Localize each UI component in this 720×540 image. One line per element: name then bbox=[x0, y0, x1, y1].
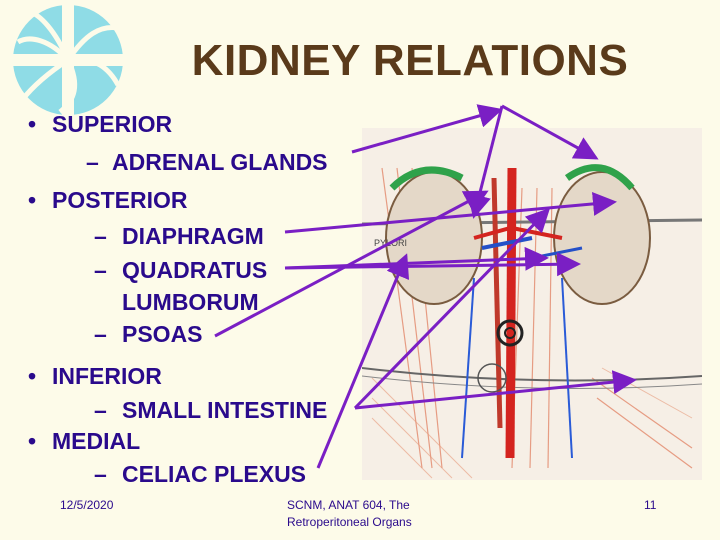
outline-subitem-adrenal: –ADRENAL GLANDS bbox=[86, 149, 328, 175]
outline-subitem-quadratus-cont: LUMBORUM bbox=[122, 289, 259, 315]
pylorus-label: PYLORI bbox=[374, 238, 407, 248]
outline-subitem-quadratus: –QUADRATUS bbox=[94, 257, 268, 283]
slide-title: KIDNEY RELATIONS bbox=[191, 36, 629, 85]
anatomy-drawing: PYLORI bbox=[362, 128, 702, 480]
school-logo bbox=[0, 0, 140, 120]
outline-subitem-diaphragm: –DIAPHRAGM bbox=[94, 223, 264, 249]
bullet-icon: • bbox=[28, 111, 37, 137]
bullet-icon: • bbox=[28, 187, 37, 213]
footer-page-number: 11 bbox=[644, 498, 657, 512]
outline-item-medial: MEDIAL bbox=[52, 428, 141, 454]
outline-subitem-celiac: –CELIAC PLEXUS bbox=[94, 461, 307, 487]
outline-item-superior: SUPERIOR bbox=[52, 111, 173, 137]
bullet-icon: • bbox=[28, 363, 37, 389]
footer-course: SCNM, ANAT 604, The Retroperitoneal Orga… bbox=[287, 498, 412, 529]
outline-item-inferior: INFERIOR bbox=[52, 363, 162, 389]
outline-item-posterior: POSTERIOR bbox=[52, 187, 188, 213]
outline-subitem-small-intestine: –SMALL INTESTINE bbox=[94, 397, 328, 423]
footer-date: 12/5/2020 bbox=[60, 498, 114, 512]
bullet-icon: • bbox=[28, 428, 37, 454]
outline-subitem-psoas: –PSOAS bbox=[94, 321, 203, 347]
